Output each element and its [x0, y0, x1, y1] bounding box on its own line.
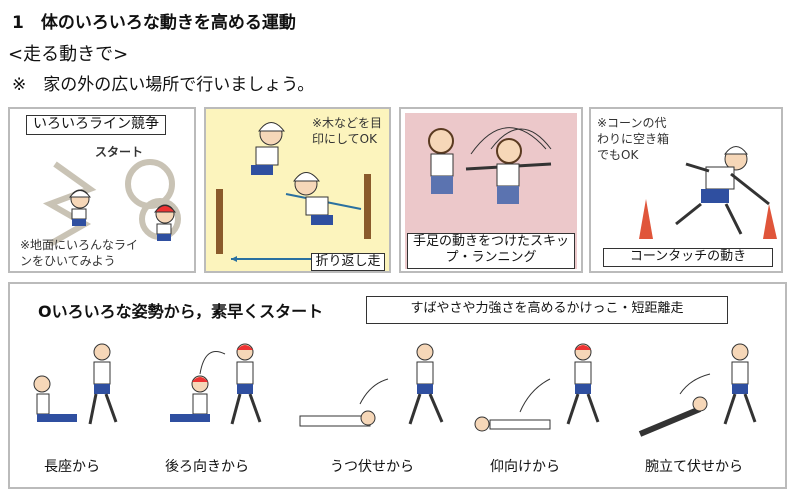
figure-supine [474, 343, 600, 432]
panel-note: ※木などを目印にしてOK [312, 116, 383, 146]
cone-icon [763, 204, 777, 239]
position-label: うつ伏せから [330, 459, 414, 475]
figure-long-sitting [33, 343, 118, 425]
position-label: 腕立て伏せから [645, 459, 743, 475]
cone-icon [639, 199, 653, 239]
note: ※ 家の外の広い場所で行いましょう。 [12, 75, 315, 95]
panel-note: ※地面にいろんなラインをひいてみよう [20, 238, 139, 268]
panel-shuttle-run: ※木などを目印にしてOK 折り返し走 [204, 107, 391, 273]
line-race-illustration [42, 159, 181, 247]
figure-back-facing [170, 343, 262, 425]
panel-quick-start: Oいろいろな姿勢から，素早くスタート すばやさや力強さを高めるかけっこ・短距離走 [8, 282, 787, 489]
position-label: 仰向けから [490, 459, 560, 475]
panel-caption: 折り返し走 [311, 253, 385, 271]
skip-running-illustration [428, 127, 552, 204]
position-label: 後ろ向きから [165, 459, 249, 475]
shuttle-run-illustration [216, 122, 371, 262]
panel-caption: 手足の動きをつけたスキップ・ランニング [407, 233, 575, 269]
panel-cone-touch: ※コーンの代わりに空き箱でもOK コーンタッチの動き [589, 107, 783, 273]
panel-title: いろいろライン競争 [26, 115, 166, 135]
quick-start-illustrations [33, 343, 757, 437]
section-badge: すばやさや力強さを高めるかけっこ・短距離走 [366, 296, 728, 324]
panel-caption: コーンタッチの動き [603, 248, 773, 267]
cone-touch-illustration [639, 146, 777, 239]
panel-note: ※コーンの代わりに空き箱でもOK [597, 116, 670, 162]
section-title: Oいろいろな姿勢から，素早くスタート [38, 302, 324, 321]
start-label: スタート [95, 145, 144, 159]
figure-prone [299, 343, 444, 427]
position-label: 長座から [44, 459, 100, 475]
panel-skip-running: 手足の動きをつけたスキップ・ランニング [399, 107, 583, 273]
subheading: <走る動きで> [8, 44, 129, 65]
figure-push-up [638, 343, 757, 437]
heading: 1 体のいろいろな動きを高める運動 [12, 13, 296, 33]
panel-line-race: いろいろライン競争 スタート ※地面にいろんなラインをひいてみよう [8, 107, 196, 273]
